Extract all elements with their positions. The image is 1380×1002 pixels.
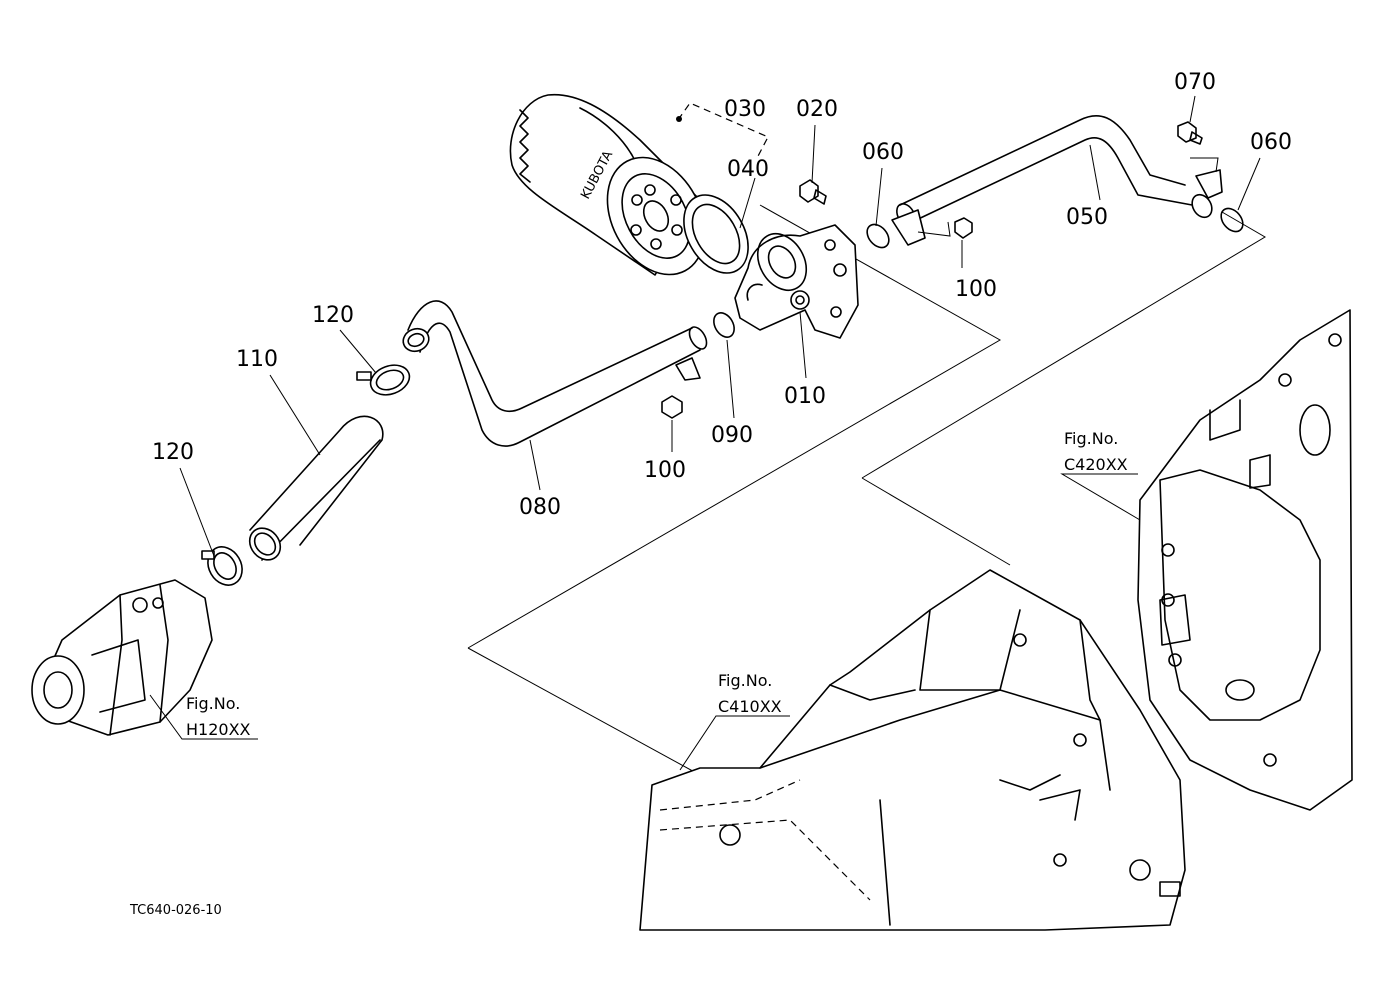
part-number-020: 020 xyxy=(796,97,838,122)
oil-filter-cartridge: KUBOTA xyxy=(509,93,706,276)
part-number-060-left: 060 xyxy=(862,140,904,165)
hose-clamp-top xyxy=(356,364,411,396)
hose-clamp-bottom xyxy=(201,546,243,586)
part-number-120-top: 120 xyxy=(312,303,354,328)
part-number-050: 050 xyxy=(1066,205,1108,230)
o-ring-090 xyxy=(713,312,735,338)
filter-head xyxy=(734,224,859,339)
bolt-070 xyxy=(1177,121,1203,145)
filter-gasket xyxy=(683,194,749,274)
bolt-100-bottom xyxy=(661,395,683,419)
bolt-100-top xyxy=(954,217,973,239)
kit-bracket xyxy=(676,102,769,161)
pipe-050 xyxy=(891,115,1223,246)
part-number-040: 040 xyxy=(727,157,769,182)
fig-ref-c420-line1[interactable]: Fig.No. xyxy=(1064,429,1118,448)
center-case xyxy=(1137,309,1353,811)
part-number-080: 080 xyxy=(519,495,561,520)
part-number-110: 110 xyxy=(236,347,278,372)
part-number-010: 010 xyxy=(784,384,826,409)
part-labels: 030 020 040 060 070 060 050 100 010 090 … xyxy=(152,70,1292,520)
part-number-030: 030 xyxy=(724,97,766,122)
figure-references: Fig.No. H120XX Fig.No. C410XX Fig.No. C4… xyxy=(186,429,1128,739)
fig-ref-c420-line2[interactable]: C420XX xyxy=(1064,455,1128,474)
part-number-100-top: 100 xyxy=(955,277,997,302)
pipe-080 xyxy=(402,300,708,447)
o-ring-060-left xyxy=(866,223,890,249)
fig-ref-c410-line2[interactable]: C410XX xyxy=(718,697,782,716)
part-number-100-bottom: 100 xyxy=(644,458,686,483)
leader-lines xyxy=(149,95,1261,771)
part-number-090: 090 xyxy=(711,423,753,448)
hose-110 xyxy=(248,415,384,561)
o-ring-060-right xyxy=(1220,207,1244,233)
part-number-060-right: 060 xyxy=(1250,130,1292,155)
part-number-070: 070 xyxy=(1174,70,1216,95)
hydraulic-pump xyxy=(31,579,213,736)
drawing-code: TC640-026-10 xyxy=(129,903,222,918)
fig-ref-h120-line2[interactable]: H120XX xyxy=(186,720,251,739)
fig-ref-c410-line1[interactable]: Fig.No. xyxy=(718,671,772,690)
transmission-case xyxy=(639,569,1186,931)
bolt-020 xyxy=(799,179,827,205)
part-number-120-bottom: 120 xyxy=(152,440,194,465)
fig-ref-h120-line1[interactable]: Fig.No. xyxy=(186,694,240,713)
